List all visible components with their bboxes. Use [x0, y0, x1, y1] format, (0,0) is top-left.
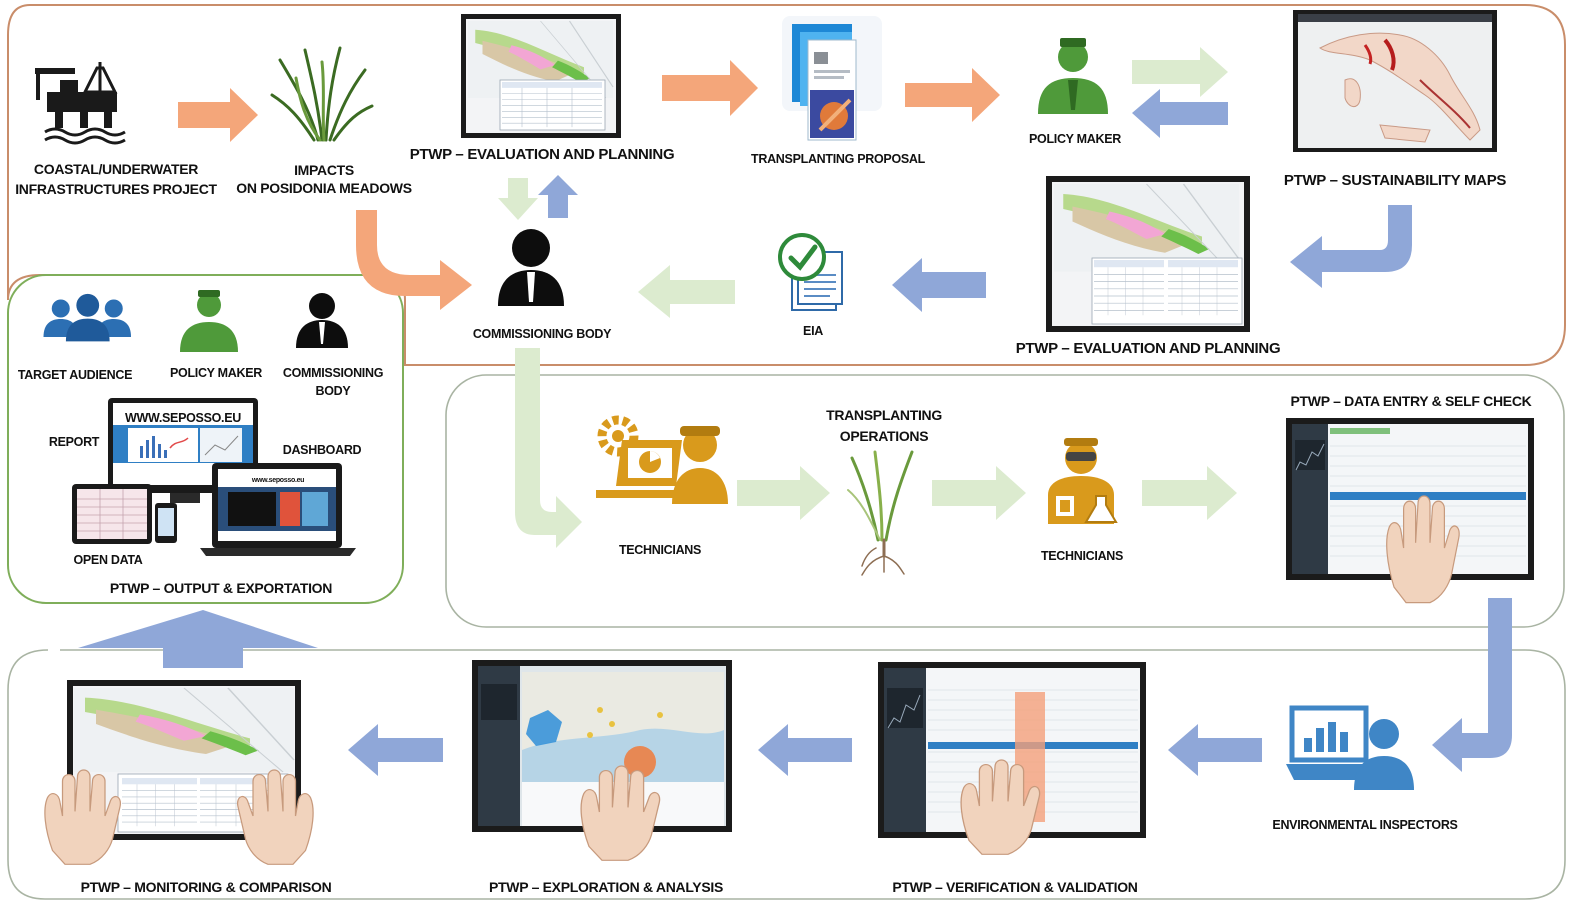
arrow-impacts-to-commissioning [356, 210, 472, 310]
commissioning-panel-label-line2: BODY [316, 384, 352, 398]
middle-panel-border [445, 374, 1565, 628]
arrow-inspectors-to-verification [1168, 724, 1262, 776]
devices-illustration [72, 398, 356, 556]
target-audience-icon [43, 293, 131, 342]
arrow-eval-to-proposal [662, 60, 758, 116]
policy-maker-panel-icon [180, 290, 238, 352]
arrow-eval-down-green [498, 178, 538, 220]
arrow-eval-right-to-eia [892, 258, 986, 312]
policy-maker-top-label: POLICY MAKER [1029, 132, 1121, 146]
arrow-tech2-to-dataentry [1142, 466, 1237, 520]
technicians-2-label: TECHNICIANS [1041, 549, 1123, 563]
commissioning-panel-icon [296, 293, 348, 348]
bottom-panel-border [7, 649, 1566, 900]
arrow-monitoring-up-to-output [78, 610, 318, 668]
open-data-label: OPEN DATA [73, 553, 142, 567]
arrow-proposal-to-policy [905, 68, 1000, 122]
commissioning-panel-label-line1: COMMISSIONING [283, 366, 383, 380]
oil-rig-icon [35, 62, 126, 145]
seagrass-plant-icon [847, 450, 914, 576]
arrow-tech-to-transplant [737, 466, 830, 520]
arrow-coastal-to-impacts [178, 88, 258, 142]
transplanting-ops-label-line2: OPERATIONS [840, 428, 929, 444]
arrow-transplant-to-tech2 [932, 466, 1026, 520]
verification-label: PTWP – VERIFICATION & VALIDATION [892, 879, 1137, 895]
sustainability-map-screen [1293, 10, 1497, 152]
eval-planning-screen-right [1046, 176, 1250, 332]
lab-technician-icon [1048, 438, 1118, 524]
impacts-label-line2: ON POSIDONIA MEADOWS [236, 180, 412, 196]
report-label: REPORT [49, 435, 100, 449]
policy-maker-panel-label: POLICY MAKER [170, 366, 262, 380]
arrow-exploration-to-monitoring [348, 724, 443, 776]
exploration-screen [472, 660, 732, 861]
website-small-label: www.seposso.eu [251, 477, 304, 484]
environmental-inspectors-label: ENVIRONMENTAL INSPECTORS [1272, 818, 1457, 832]
arrow-eia-to-commissioning [638, 265, 735, 318]
transplanting-proposal-label: TRANSPLANTING PROPOSAL [751, 152, 926, 166]
dashboard-label: DASHBOARD [283, 443, 362, 457]
environmental-inspector-icon [1286, 705, 1414, 790]
commissioning-body-icon [498, 229, 564, 306]
eia-label: EIA [803, 324, 823, 338]
eia-checkmark-icon [778, 233, 843, 311]
verification-screen [878, 662, 1146, 855]
arrow-verification-to-exploration [758, 724, 852, 776]
impacts-label-line1: IMPACTS [294, 162, 354, 178]
target-audience-label: TARGET AUDIENCE [18, 368, 132, 382]
coastal-label-line2: INFRASTRUCTURES PROJECT [15, 181, 217, 197]
arrow-maps-to-eval-right [1290, 205, 1412, 288]
arrow-commissioning-up-blue [538, 175, 578, 218]
output-exportation-label: PTWP – OUTPUT & EXPORTATION [110, 580, 332, 596]
monitoring-label: PTWP – MONITORING & COMPARISON [81, 879, 332, 895]
coastal-label-line1: COASTAL/UNDERWATER [34, 161, 198, 177]
arrow-dataentry-to-inspectors [1432, 598, 1512, 772]
technicians-1-label: TECHNICIANS [619, 543, 701, 557]
arrow-policy-to-maps-green [1132, 47, 1228, 97]
arrow-maps-to-policy-blue [1132, 89, 1228, 138]
monitoring-screen [44, 680, 314, 865]
eval-right-label: PTWP – EVALUATION AND PLANNING [1016, 340, 1281, 357]
website-label: WWW.SEPOSSO.EU [125, 411, 241, 425]
commissioning-body-label: COMMISSIONING BODY [473, 327, 612, 341]
document-icon [782, 16, 882, 141]
policy-maker-icon [1038, 38, 1108, 114]
arrow-commissioning-to-technicians [515, 348, 582, 548]
data-entry-screen [1286, 418, 1534, 604]
transplanting-ops-label-line1: TRANSPLANTING [826, 407, 942, 423]
technician-laptop-icon [596, 415, 728, 504]
seagrass-icon [270, 46, 374, 142]
eval-planning-screen-top [461, 14, 621, 138]
exploration-label: PTWP – EXPLORATION & ANALYSIS [489, 879, 723, 895]
sustainability-maps-label: PTWP – SUSTAINABILITY MAPS [1284, 172, 1507, 189]
data-entry-label: PTWP – DATA ENTRY & SELF CHECK [1291, 393, 1532, 409]
eval-top-label: PTWP – EVALUATION AND PLANNING [410, 146, 675, 163]
output-panel-border [7, 274, 404, 604]
